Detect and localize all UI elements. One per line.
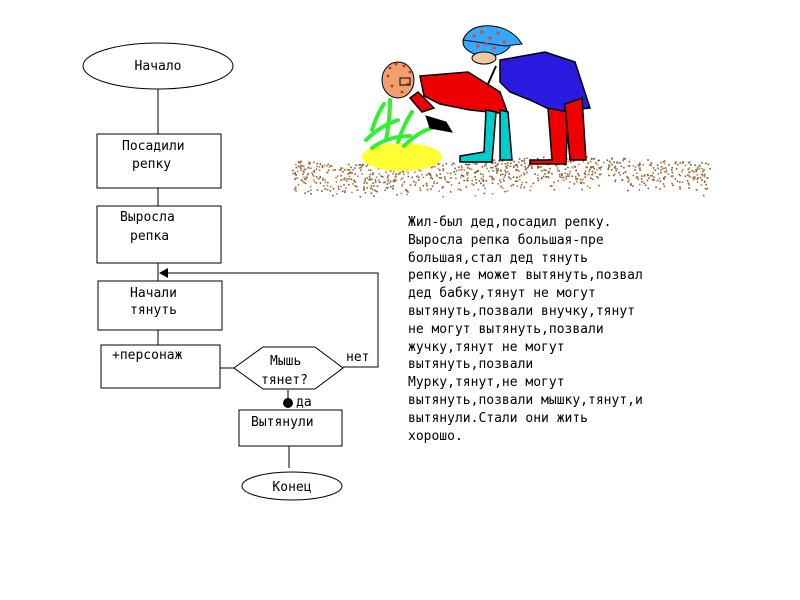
story-line: Выросла репка большая-пре bbox=[408, 232, 604, 248]
step-pulling-line2: тянуть bbox=[130, 303, 177, 318]
step-grew-line1: Выросла bbox=[120, 210, 175, 225]
start-label: Начало bbox=[135, 59, 182, 74]
step-planted: Посадили репку bbox=[96, 133, 222, 189]
story-text: Жил-был дед,посадил репку. Выросла репка … bbox=[408, 214, 708, 445]
story-line: большая,стал дед тянуть bbox=[408, 250, 589, 266]
step-add-label: +персонаж bbox=[112, 348, 183, 363]
step-pulled-label: Вытянули bbox=[251, 415, 314, 430]
branch-no-label: нет bbox=[346, 350, 369, 365]
story-line: вытянуть,позвали bbox=[408, 357, 534, 373]
step-add-character: +персонаж bbox=[100, 344, 221, 389]
loop-arrowhead bbox=[159, 268, 168, 278]
end-node: Конец bbox=[241, 471, 343, 501]
story-line: вытянули.Стали они жить bbox=[408, 410, 589, 426]
end-label: Конец bbox=[272, 480, 311, 495]
step-planted-line1: Посадили bbox=[122, 139, 185, 154]
story-line: Жил-был дед,посадил репку. bbox=[408, 215, 612, 230]
decision-line1: Мышь bbox=[270, 354, 301, 369]
story-line: хорошо. bbox=[408, 428, 463, 444]
grandpa-figure bbox=[381, 61, 513, 163]
illustration bbox=[292, 25, 711, 198]
connector-loop-no bbox=[166, 272, 379, 368]
story-line: не могут вытянуть,позвали bbox=[408, 321, 604, 337]
step-planted-line2: репку bbox=[132, 157, 171, 172]
story-line: дед бабку,тянут не могут bbox=[408, 286, 596, 302]
branch-yes-label: да bbox=[296, 395, 312, 410]
decision-line2: тянет? bbox=[261, 373, 308, 388]
turnip bbox=[362, 98, 442, 171]
step-grew: Выросла репка bbox=[96, 205, 222, 264]
story-line: Мурку,тянут,не могут bbox=[408, 375, 565, 391]
story-line: репку,не может вытянуть,позвал bbox=[408, 268, 643, 284]
story-line: вытянуть,позвали внучку,тянут bbox=[408, 303, 635, 319]
step-pulling-line1: Начали bbox=[130, 286, 177, 301]
story-line: вытянуть,позвали мышку,тянут,и bbox=[408, 392, 643, 408]
story-line: жучку,тянут не могут bbox=[408, 339, 565, 355]
start-node: Начало bbox=[82, 42, 234, 90]
soil bbox=[292, 156, 711, 198]
step-pulling: Начали тянуть bbox=[97, 280, 223, 331]
yes-arrow-dot bbox=[283, 398, 293, 408]
grandma-figure bbox=[462, 25, 591, 165]
decision-node: Мышь тянет? bbox=[233, 346, 344, 390]
step-pulled: Вытянули bbox=[238, 409, 343, 447]
step-grew-line2: репка bbox=[130, 229, 169, 244]
connectors bbox=[157, 89, 379, 468]
